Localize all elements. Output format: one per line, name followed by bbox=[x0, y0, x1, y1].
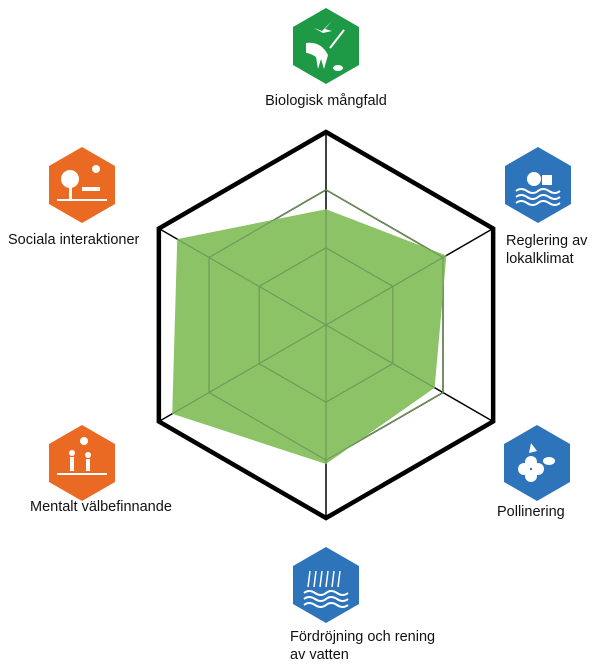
axis-label-pollinering: Pollinering bbox=[497, 504, 565, 520]
axis-label-sociala-interaktioner: Sociala interaktioner bbox=[8, 232, 140, 248]
wave-glyph bbox=[303, 590, 349, 596]
deer-glyph bbox=[306, 42, 328, 69]
ground-glyph bbox=[57, 473, 107, 475]
person-body-glyph bbox=[86, 459, 90, 471]
axis-spoke-inner bbox=[325, 324, 435, 389]
axis-label-mentalt-valbefinnande: Mentalt välbefinnande bbox=[30, 499, 172, 515]
house-glyph bbox=[542, 175, 552, 185]
sun-glyph bbox=[92, 165, 100, 173]
axis-label-fordrojning-line2: av vatten bbox=[290, 647, 349, 663]
reed-glyph bbox=[319, 570, 323, 588]
person-head-glyph bbox=[69, 450, 75, 456]
hexagon-badge bbox=[49, 147, 115, 223]
axis-label-reglering-line1: Reglering av bbox=[506, 233, 588, 249]
butterfly-glyph bbox=[529, 443, 537, 453]
wave-glyph bbox=[515, 200, 561, 206]
frog-glyph bbox=[333, 65, 343, 71]
axis-spoke-inner bbox=[325, 255, 447, 326]
tree-glyph bbox=[527, 172, 541, 186]
axis-spoke-inner bbox=[171, 324, 327, 415]
axis-spoke-inner bbox=[176, 238, 327, 326]
reed-glyph bbox=[337, 570, 341, 588]
wave-glyph bbox=[303, 596, 349, 602]
local-climate-icon bbox=[505, 147, 571, 223]
hexagon-badge bbox=[293, 8, 359, 84]
person-body-glyph bbox=[70, 457, 74, 471]
flower-petal-glyph bbox=[525, 456, 537, 468]
hexagon-badge bbox=[504, 425, 570, 501]
tree-glyph bbox=[61, 170, 79, 188]
trunk-glyph bbox=[69, 185, 72, 199]
axis-label-reglering-line2: lokalklimat bbox=[506, 251, 574, 267]
wave-glyph bbox=[515, 188, 561, 194]
pollination-icon bbox=[504, 425, 570, 501]
reed-glyph bbox=[313, 570, 317, 588]
leaf-glyph bbox=[329, 29, 345, 49]
axis-label-biologisk-mangfald: Biologisk mångfald bbox=[265, 93, 387, 109]
hexagon-badge bbox=[505, 147, 571, 223]
reed-glyph bbox=[307, 570, 311, 588]
bench-glyph bbox=[82, 187, 100, 191]
reed-glyph bbox=[331, 570, 335, 588]
sun-glyph bbox=[80, 437, 88, 445]
mental-wellbeing-icon bbox=[49, 147, 115, 223]
bee-glyph bbox=[543, 457, 555, 465]
reed-glyph bbox=[325, 570, 329, 588]
water-retention-icon bbox=[293, 547, 359, 623]
biodiversity-icon bbox=[293, 8, 359, 84]
social-interaction-icon bbox=[49, 425, 115, 501]
ground-glyph bbox=[57, 199, 107, 201]
hexagon-badge bbox=[49, 425, 115, 501]
person-head-glyph bbox=[85, 452, 91, 458]
bird-glyph bbox=[314, 21, 332, 33]
axis-label-fordrojning-line1: Fördröjning och rening bbox=[290, 629, 436, 645]
data-area bbox=[172, 209, 447, 464]
wave-glyph bbox=[515, 194, 561, 200]
wave-glyph bbox=[303, 602, 349, 608]
